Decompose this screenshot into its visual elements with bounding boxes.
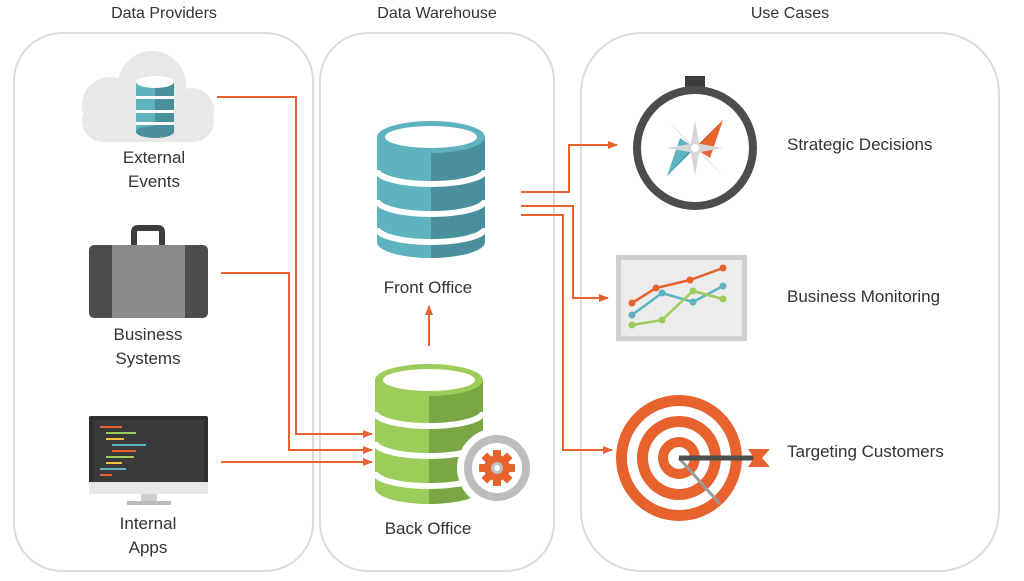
business-monitoring-label: Business Monitoring bbox=[787, 287, 941, 306]
use-cases-panel bbox=[580, 32, 1000, 572]
back-office-label: Back Office bbox=[384, 519, 472, 538]
arrow-front-to-strategic bbox=[521, 141, 618, 193]
connector-arrows bbox=[217, 96, 618, 466]
strategic-decisions-label: Strategic Decisions bbox=[787, 135, 933, 154]
briefcase-icon bbox=[89, 225, 208, 318]
internal-apps-label: Internal Apps bbox=[119, 514, 177, 557]
warehouse-panel bbox=[319, 32, 555, 572]
front-office-database-icon bbox=[374, 121, 488, 258]
front-office-label: Front Office bbox=[383, 278, 473, 297]
warehouse-column-title: Data Warehouse bbox=[377, 5, 497, 22]
targeting-customers-label: Targeting Customers bbox=[787, 442, 944, 461]
arrow-front-to-monitoring bbox=[521, 205, 609, 302]
gear-icon bbox=[457, 428, 537, 508]
business-systems-label: Business Systems bbox=[113, 325, 183, 368]
arrow-external-to-back-office bbox=[217, 96, 373, 438]
target-icon bbox=[616, 395, 770, 521]
line-chart-board-icon bbox=[616, 255, 747, 341]
monitor-icon bbox=[89, 416, 208, 505]
arrow-front-to-targeting bbox=[521, 214, 613, 454]
providers-column-title: Data Providers bbox=[111, 5, 217, 22]
external-events-label: External Events bbox=[122, 148, 186, 191]
providers-panel bbox=[13, 32, 314, 572]
cloud-database-icon bbox=[82, 51, 214, 142]
arrow-business-to-back-office bbox=[221, 272, 373, 454]
use-cases-column-title: Use Cases bbox=[750, 5, 830, 22]
compass-icon bbox=[633, 76, 757, 210]
